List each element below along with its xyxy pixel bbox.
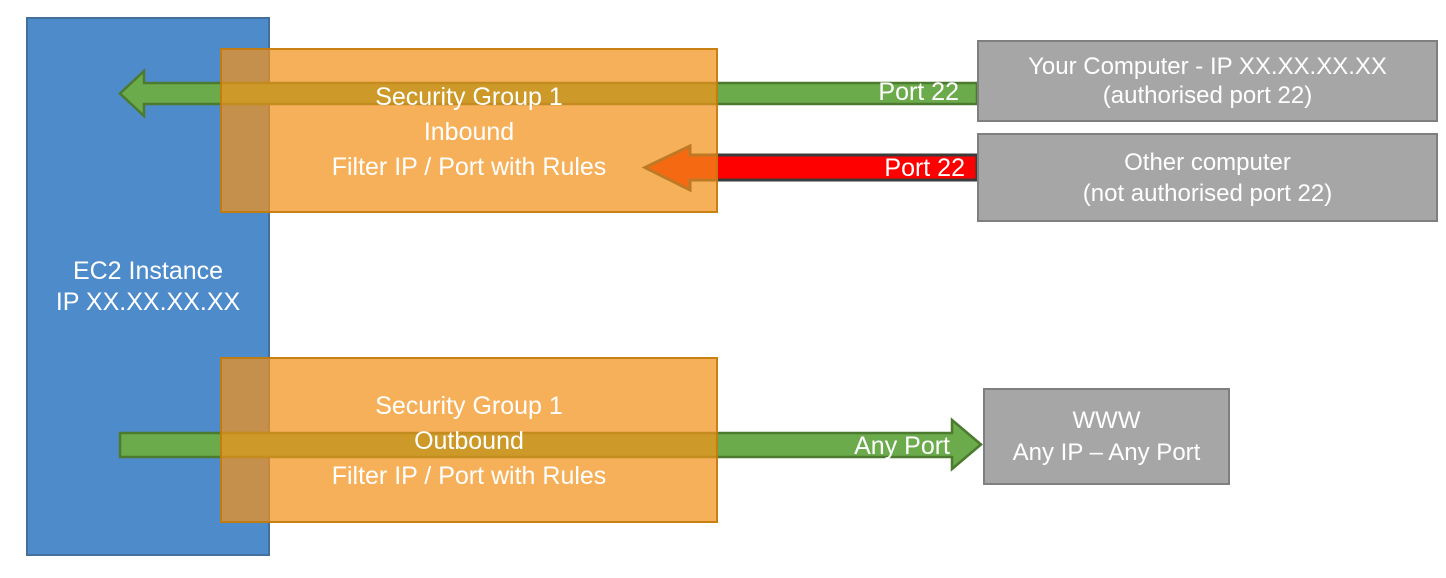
your-computer-subtitle: (authorised port 22): [1102, 82, 1313, 109]
your-computer-title: Your Computer - IP XX.XX.XX.XX: [1028, 53, 1387, 80]
security-group-outbound-title: Security Group 1: [375, 392, 563, 420]
security-group-outbound-box: Security Group 1 Outbound Filter IP / Po…: [220, 357, 718, 523]
security-group-inbound-description: Filter IP / Port with Rules: [331, 152, 607, 181]
security-group-inbound-box: Security Group 1 Inbound Filter IP / Por…: [220, 48, 718, 213]
www-title: WWW: [1072, 406, 1141, 434]
other-computer-title: Other computer: [1124, 148, 1291, 176]
other-computer-subtitle: (not authorised port 22): [1082, 179, 1333, 207]
security-group-inbound-title: Security Group 1: [375, 82, 563, 111]
security-group-outbound-direction: Outbound: [414, 427, 524, 455]
inbound-allowed-port-label: Port 22: [878, 78, 959, 106]
outbound-port-label: Any Port: [854, 432, 950, 460]
security-group-inbound-direction: Inbound: [423, 117, 515, 146]
inbound-blocked-port-label: Port 22: [884, 154, 965, 182]
ec2-instance-title: EC2 Instance: [72, 256, 224, 285]
other-computer-box: Other computer (not authorised port 22): [977, 133, 1438, 222]
ec2-instance-ip: IP XX.XX.XX.XX: [55, 287, 241, 316]
www-subtitle: Any IP – Any Port: [1012, 438, 1201, 466]
security-group-outbound-description: Filter IP / Port with Rules: [331, 462, 607, 490]
www-box: WWW Any IP – Any Port: [983, 388, 1230, 485]
your-computer-box: Your Computer - IP XX.XX.XX.XX (authoris…: [977, 40, 1438, 122]
